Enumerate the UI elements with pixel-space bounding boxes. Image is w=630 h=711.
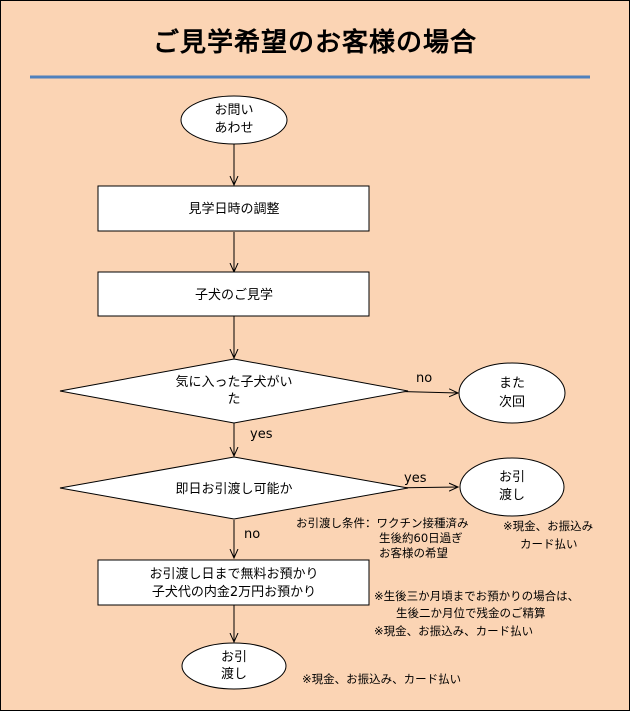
visit-process <box>97 271 370 317</box>
decision1-label-line1: 気に入った子犬がい <box>175 374 292 390</box>
visit-label: 子犬のご見学 <box>195 287 273 303</box>
conditions-line1: お引渡し条件：ワクチン接種済み <box>296 516 469 530</box>
payment-same-day-line1: ※現金、お振込み <box>503 519 593 533</box>
payment-same-day-line2: カード払い <box>520 537 578 551</box>
next-time-line1: また <box>499 376 525 391</box>
decision-same-day-handover <box>59 456 409 520</box>
handover-final-line1: お引 <box>221 650 247 665</box>
three-months-line1: ※生後三か月頃までお預かりの場合は、 <box>374 589 579 603</box>
conditions-line2: 生後約60日過ぎ <box>379 531 463 545</box>
payment-deposit-note: ※現金、お振込み、カード払い <box>374 624 533 638</box>
schedule-label: 見学日時の調整 <box>188 201 279 217</box>
start-label-line1: お問い <box>214 103 253 118</box>
handover-final-terminator <box>181 642 287 690</box>
conditions-line3: お客様の希望 <box>379 546 448 560</box>
deposit-label-line2: 子犬代の内金2万円お預かり <box>152 584 316 600</box>
payment-final-note: ※現金、お振込み、カード払い <box>302 672 461 686</box>
three-months-line2: 生後二か月位で残金のご精算 <box>396 606 546 620</box>
edge-label-no-2: no <box>244 527 260 542</box>
decision1-label-line2: た <box>227 392 240 407</box>
edge-label-yes-1: yes <box>250 427 273 442</box>
handover-same-day-line1: お引 <box>499 470 525 485</box>
next-time-terminator <box>458 362 566 424</box>
start-terminator <box>180 95 288 145</box>
decision2-label: 即日お引渡し可能か <box>175 481 292 497</box>
handover-same-day-terminator <box>459 457 565 517</box>
edge-label-yes-2: yes <box>404 471 427 486</box>
start-label-line2: あわせ <box>214 121 253 136</box>
handover-final-line2: 渡し <box>221 666 247 682</box>
page-title: ご見学希望のお客様の場合 <box>152 28 477 58</box>
deposit-label-line1: お引渡し日まで無料お預かり <box>149 566 318 582</box>
next-time-line2: 次回 <box>499 394 525 410</box>
decision-like-puppy <box>59 358 409 424</box>
edge-label-no-1: no <box>416 371 432 386</box>
deposit-process <box>97 559 370 606</box>
handover-same-day-line2: 渡し <box>499 487 525 503</box>
schedule-process <box>97 185 370 232</box>
